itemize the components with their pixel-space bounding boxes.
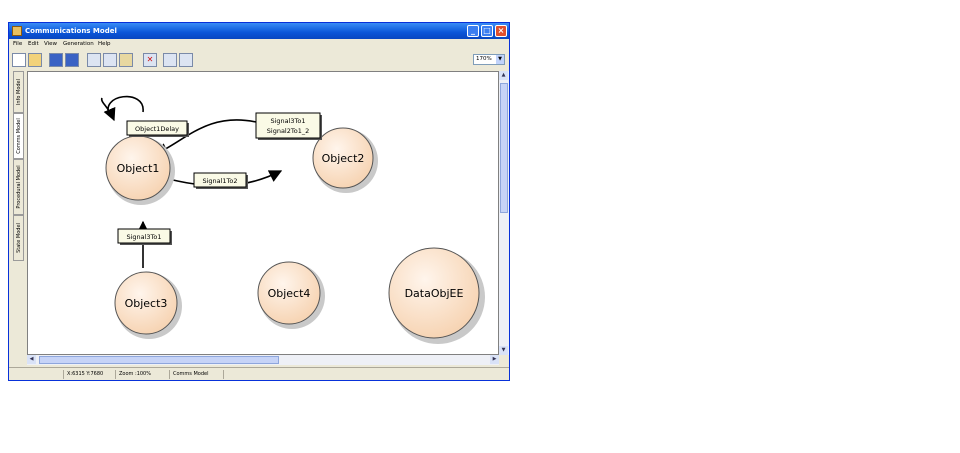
open-folder-icon[interactable] <box>28 53 42 67</box>
scroll-up-icon[interactable]: ▲ <box>499 71 508 80</box>
status-empty <box>223 370 283 379</box>
horizontal-scrollbar[interactable]: ◀ ▶ <box>27 355 499 365</box>
minimize-button[interactable]: _ <box>467 25 479 37</box>
signal-label-object1delay[interactable]: Object1Delay <box>126 120 189 137</box>
save-icon[interactable] <box>49 53 63 67</box>
node-label: Object4 <box>268 287 311 300</box>
tab-procedural-model[interactable]: Procedural Model <box>13 159 24 215</box>
application-window: Communications Model _ □ × File Edit Vie… <box>8 22 510 381</box>
node-label: Object1 <box>117 162 160 175</box>
close-button[interactable]: × <box>495 25 507 37</box>
tab-label: Info Model <box>15 78 22 106</box>
communications-diagram: Object1 Object2 Object3 Object4 DataObjE <box>100 95 485 344</box>
paste-icon[interactable] <box>119 53 133 67</box>
menu-help[interactable]: Help <box>98 41 111 47</box>
node-dataobjee[interactable]: DataObjEE <box>388 247 485 344</box>
menu-generation[interactable]: Generation <box>63 41 94 47</box>
signal-label-signal3to1[interactable]: Signal3To1 <box>117 228 172 245</box>
tab-comms-model[interactable]: Comms Model <box>13 113 24 159</box>
horizontal-scroll-thumb[interactable] <box>39 356 279 364</box>
signal-label-text: Signal3To1 <box>270 117 305 125</box>
node-object4[interactable]: Object4 <box>257 261 325 329</box>
print-icon[interactable] <box>87 53 101 67</box>
menu-view[interactable]: View <box>44 41 58 47</box>
new-file-icon[interactable] <box>12 53 26 67</box>
vertical-scrollbar[interactable]: ▲ ▼ <box>499 71 509 355</box>
signal-label-text: Object1Delay <box>135 125 179 133</box>
scroll-down-icon[interactable]: ▼ <box>499 346 508 355</box>
signal-label-text: Signal2To1_2 <box>267 127 309 135</box>
status-coords: X:6315 Y:7680 <box>63 370 115 379</box>
layout-icon[interactable] <box>179 53 193 67</box>
delete-icon[interactable]: ✕ <box>143 53 157 67</box>
signal-label-signal3to1-signal2to1[interactable]: Signal3To1 Signal2To1_2 <box>255 112 322 140</box>
tab-state-model[interactable]: State Model <box>13 215 24 261</box>
tab-label: Procedural Model <box>15 165 22 209</box>
status-bar: X:6315 Y:7680 Zoom :100% Comms Model <box>9 367 509 381</box>
tree-icon[interactable] <box>163 53 177 67</box>
print-preview-icon[interactable] <box>103 53 117 67</box>
menu-bar: File Edit View Generation Help <box>9 39 509 50</box>
maximize-button[interactable]: □ <box>481 25 493 37</box>
signal-label-text: Signal1To2 <box>202 177 237 185</box>
toolbar: ✕ 170% ▼ <box>9 51 509 69</box>
node-label: Object2 <box>322 152 365 165</box>
self-loop-object1[interactable] <box>107 95 144 117</box>
tab-label: Comms Model <box>15 118 22 154</box>
node-object2[interactable]: Object2 <box>312 127 378 193</box>
signal-label-text: Signal3To1 <box>126 233 161 241</box>
menu-edit[interactable]: Edit <box>28 41 39 47</box>
vertical-scroll-thumb[interactable] <box>500 83 508 213</box>
tab-label: State Model <box>15 223 22 253</box>
zoom-value: 170% <box>476 56 492 62</box>
save-as-icon[interactable] <box>65 53 79 67</box>
chevron-down-icon[interactable]: ▼ <box>496 55 504 64</box>
menu-file[interactable]: File <box>13 41 23 47</box>
scroll-left-icon[interactable]: ◀ <box>27 355 36 364</box>
app-icon <box>12 26 22 36</box>
signal-label-signal1to2[interactable]: Signal1To2 <box>193 172 248 189</box>
title-bar[interactable]: Communications Model _ □ × <box>9 23 509 39</box>
zoom-select[interactable]: 170% ▼ <box>473 54 505 65</box>
node-label: Object3 <box>125 297 168 310</box>
loop-arrow-object1 <box>100 97 116 122</box>
diagram-canvas[interactable]: Object1 Object2 Object3 Object4 DataObjE <box>27 71 499 355</box>
window-title: Communications Model <box>25 27 117 35</box>
scroll-right-icon[interactable]: ▶ <box>490 355 499 364</box>
side-tabs: Info Model Comms Model Procedural Model … <box>11 71 27 361</box>
node-label: DataObjEE <box>405 287 464 300</box>
status-model: Comms Model <box>169 370 223 379</box>
node-object3[interactable]: Object3 <box>114 271 182 339</box>
tab-info-model[interactable]: Info Model <box>13 71 24 113</box>
node-object1[interactable]: Object1 <box>105 135 175 205</box>
status-zoom: Zoom :100% <box>115 370 169 379</box>
